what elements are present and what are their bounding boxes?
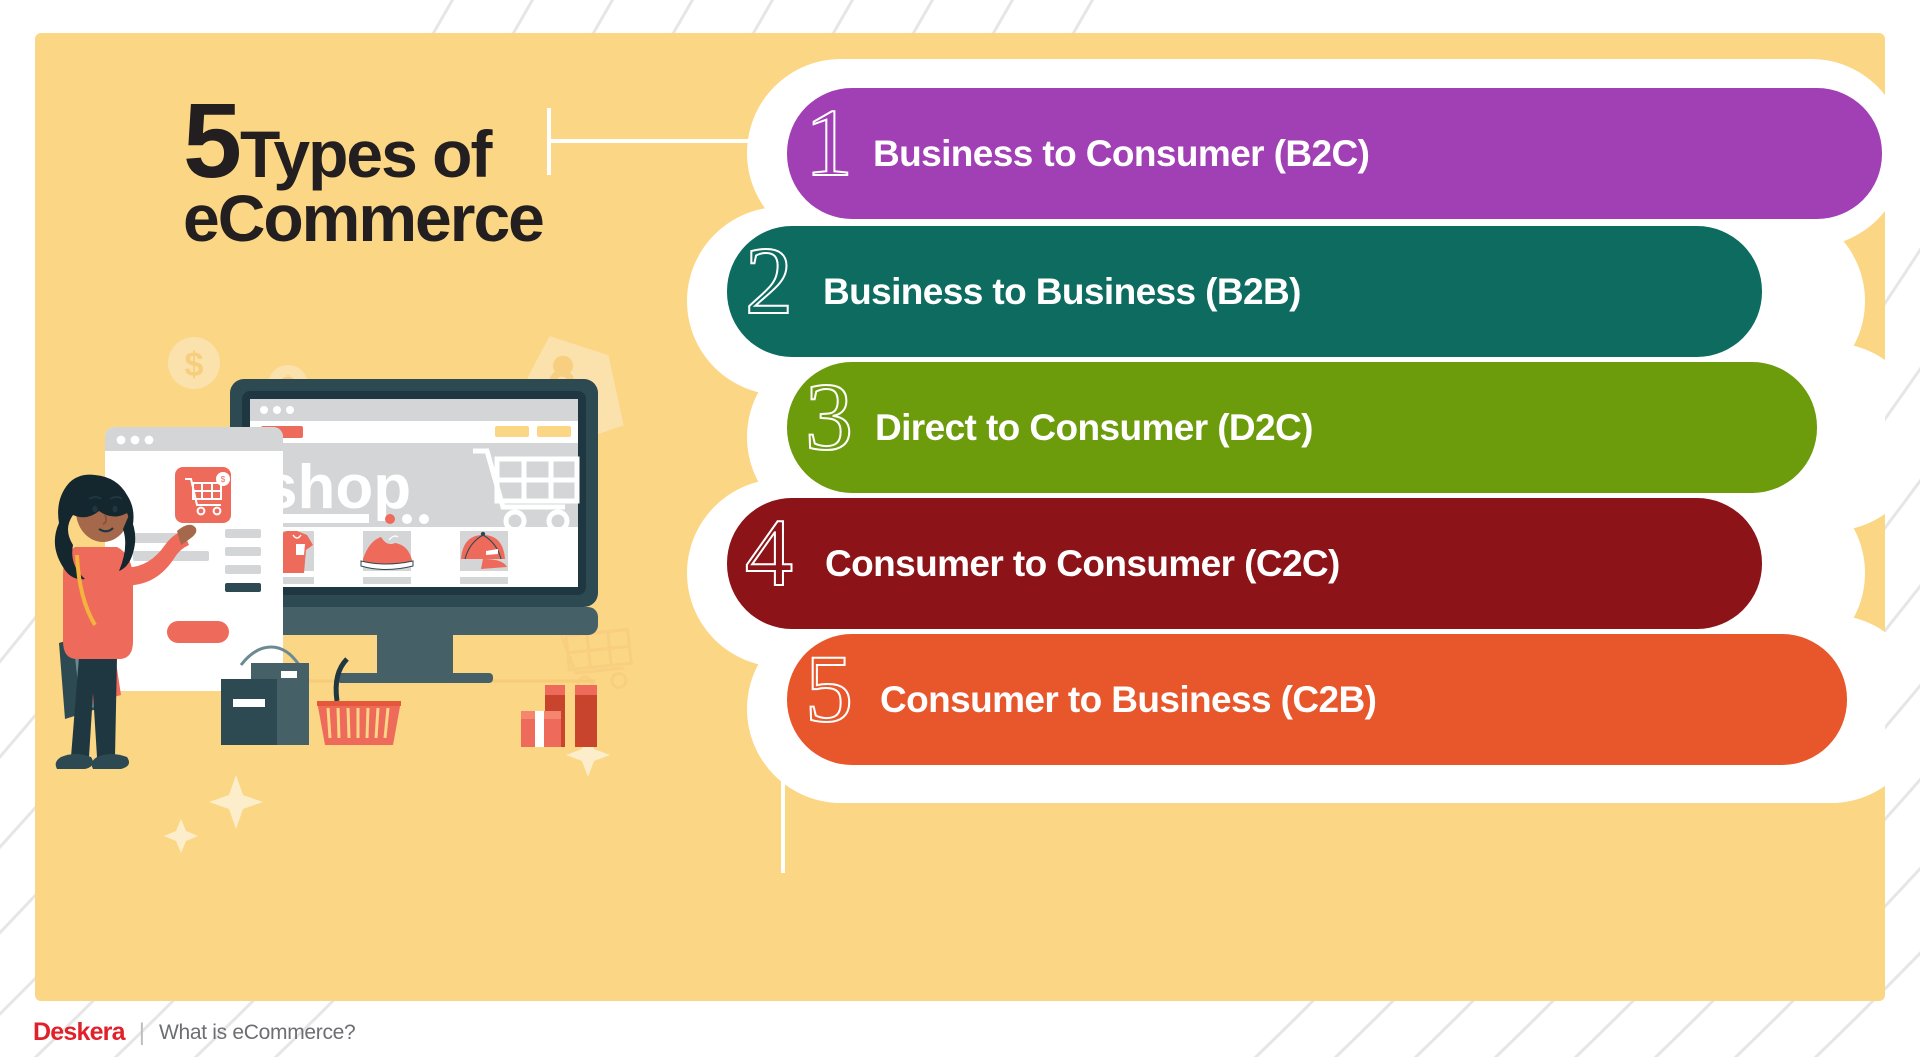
infographic-card: $ $ — [35, 33, 1885, 1001]
bar-number-3: 3 — [804, 363, 854, 470]
bar-number-4: 4 — [744, 499, 794, 606]
mobile-buy-button — [167, 621, 229, 643]
footer-separator: | — [138, 1018, 145, 1046]
title-line-2: eCommerce — [183, 180, 545, 255]
shop-headline: shop — [263, 453, 411, 522]
coin-decoration-large: $ — [168, 337, 220, 389]
sparkle-decoration-1 — [209, 775, 263, 829]
footer-bar: Deskera | What is eCommerce? — [0, 1001, 1920, 1057]
bar-label-2: Business to Business (B2B) — [823, 271, 1301, 312]
hero-cart-icon — [473, 448, 580, 533]
bar-number-5: 5 — [804, 635, 854, 742]
bar-label-5: Consumer to Business (C2B) — [880, 679, 1377, 720]
page-title: 5 Types of eCommerce — [183, 82, 545, 255]
bar-label-4: Consumer to Consumer (C2C) — [825, 543, 1340, 584]
bar-5 — [787, 634, 1847, 765]
bar-2 — [727, 226, 1762, 357]
bar-3 — [787, 362, 1817, 493]
title-line-1: Types of — [239, 117, 492, 191]
bar-number-1: 1 — [804, 89, 854, 196]
sparkle-decoration-2 — [566, 733, 610, 777]
bar-4 — [727, 498, 1762, 629]
shopper-character — [54, 474, 197, 769]
title-number: 5 — [183, 82, 242, 200]
cart-outline-decoration — [547, 627, 633, 693]
svg-text:$: $ — [221, 475, 226, 484]
sparkle-decoration-3 — [164, 819, 198, 853]
floor-shopping-bags — [221, 645, 309, 745]
svg-text:$: $ — [185, 346, 204, 384]
ecommerce-illustration: shop — [54, 379, 598, 769]
bar-number-2: 2 — [744, 227, 794, 334]
footer-caption: What is eCommerce? — [158, 1020, 356, 1044]
bar-1 — [787, 88, 1882, 219]
bar-label-1: Business to Consumer (B2C) — [873, 133, 1370, 174]
desktop-monitor: shop — [230, 379, 598, 683]
shopping-basket — [317, 657, 401, 745]
product-cap — [461, 531, 507, 569]
product-shoe — [360, 535, 414, 570]
deskera-logo[interactable]: Deskera — [33, 1018, 126, 1046]
bar-label-3: Direct to Consumer (D2C) — [875, 407, 1313, 448]
gift-boxes — [521, 685, 597, 747]
ecommerce-type-list — [687, 59, 1885, 803]
